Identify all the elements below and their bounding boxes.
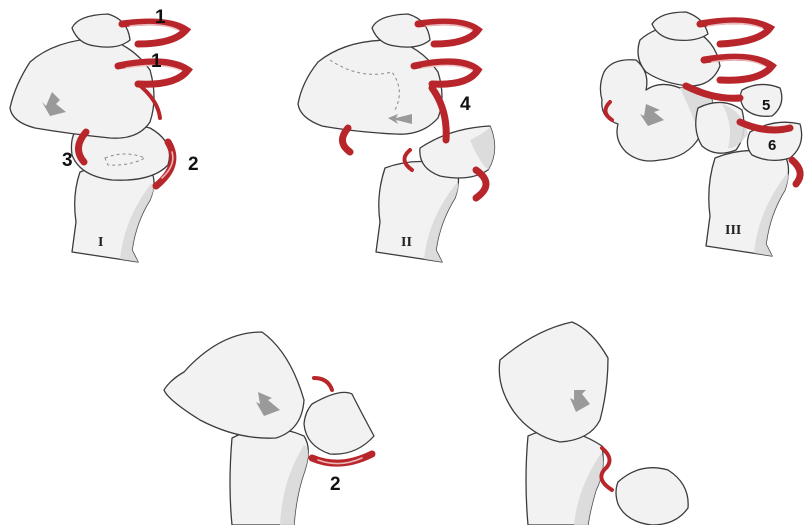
ligament-label: 4 bbox=[460, 94, 471, 115]
stage-label: II bbox=[401, 235, 412, 250]
stage-label: III bbox=[725, 223, 741, 238]
stage-label: I bbox=[98, 235, 103, 250]
capitate-bone bbox=[499, 322, 608, 442]
ligament-label: 1 bbox=[151, 51, 162, 72]
ligament-label: 2 bbox=[330, 474, 341, 495]
panel-stage-2: 4 II bbox=[298, 14, 495, 262]
ligament-label: 2 bbox=[188, 154, 199, 175]
capitate-bone bbox=[164, 332, 304, 438]
panel-stage-4: 2 bbox=[164, 332, 374, 525]
capitate-bone bbox=[10, 38, 154, 138]
panel-stage-3: 5 6 III bbox=[600, 12, 801, 256]
ligament-label: 3 bbox=[62, 150, 73, 171]
capitate-bone bbox=[298, 40, 442, 134]
lunate-bone bbox=[616, 468, 688, 525]
lunate-bone bbox=[304, 392, 374, 454]
ligament-label: 1 bbox=[155, 7, 166, 28]
ligament-label: 6 bbox=[768, 137, 776, 154]
ligament-label: 5 bbox=[762, 97, 770, 114]
panel-stage-5 bbox=[499, 322, 688, 525]
panel-stage-1: 1 1 3 2 I bbox=[10, 7, 199, 262]
